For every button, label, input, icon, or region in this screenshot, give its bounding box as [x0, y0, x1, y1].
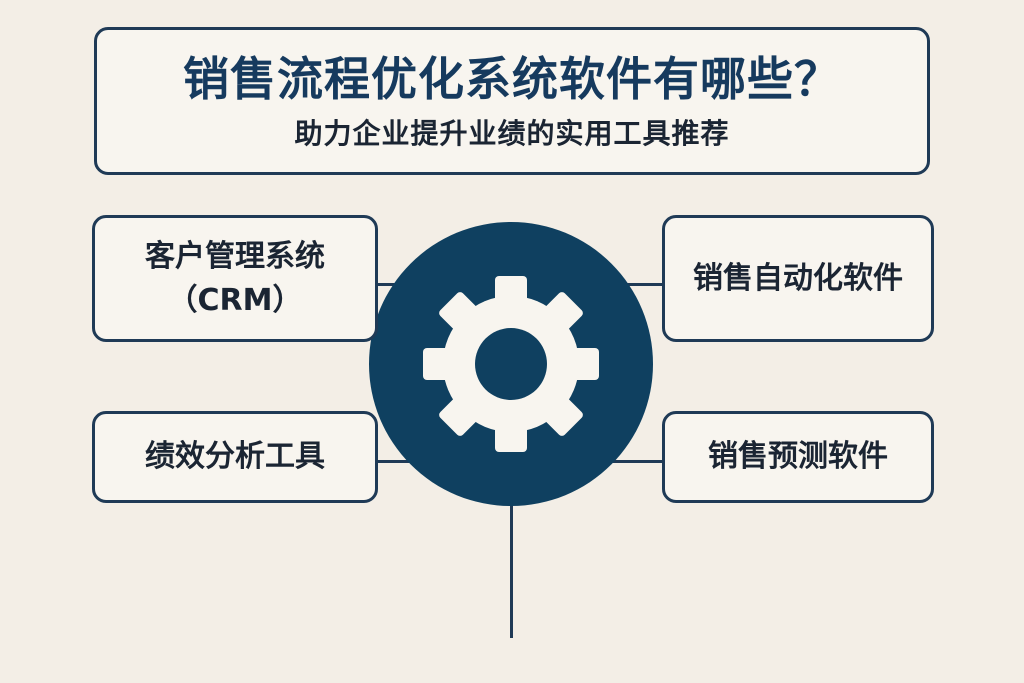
node-sales-forecast: 销售预测软件	[662, 411, 934, 503]
node-label: 绩效分析工具	[145, 439, 325, 474]
title-box: 销售流程优化系统软件有哪些？ 助力企业提升业绩的实用工具推荐	[94, 27, 930, 175]
connector-bottom-stem	[510, 500, 513, 638]
connector-bottom-left	[378, 460, 418, 463]
node-performance-analysis: 绩效分析工具	[92, 411, 378, 503]
page-title: 销售流程优化系统软件有哪些？	[183, 52, 841, 106]
node-sales-automation: 销售自动化软件	[662, 215, 934, 342]
node-label: 销售自动化软件	[693, 260, 903, 296]
central-hub	[369, 222, 653, 506]
gear-icon	[423, 276, 599, 452]
connector-bottom-right	[606, 460, 662, 463]
node-crm: 客户管理系统（CRM）	[92, 215, 378, 342]
node-label: 客户管理系统（CRM）	[145, 238, 325, 318]
node-label: 销售预测软件	[708, 439, 888, 474]
page-subtitle: 助力企业提升业绩的实用工具推荐	[294, 117, 730, 150]
connector-top-right	[620, 283, 662, 286]
